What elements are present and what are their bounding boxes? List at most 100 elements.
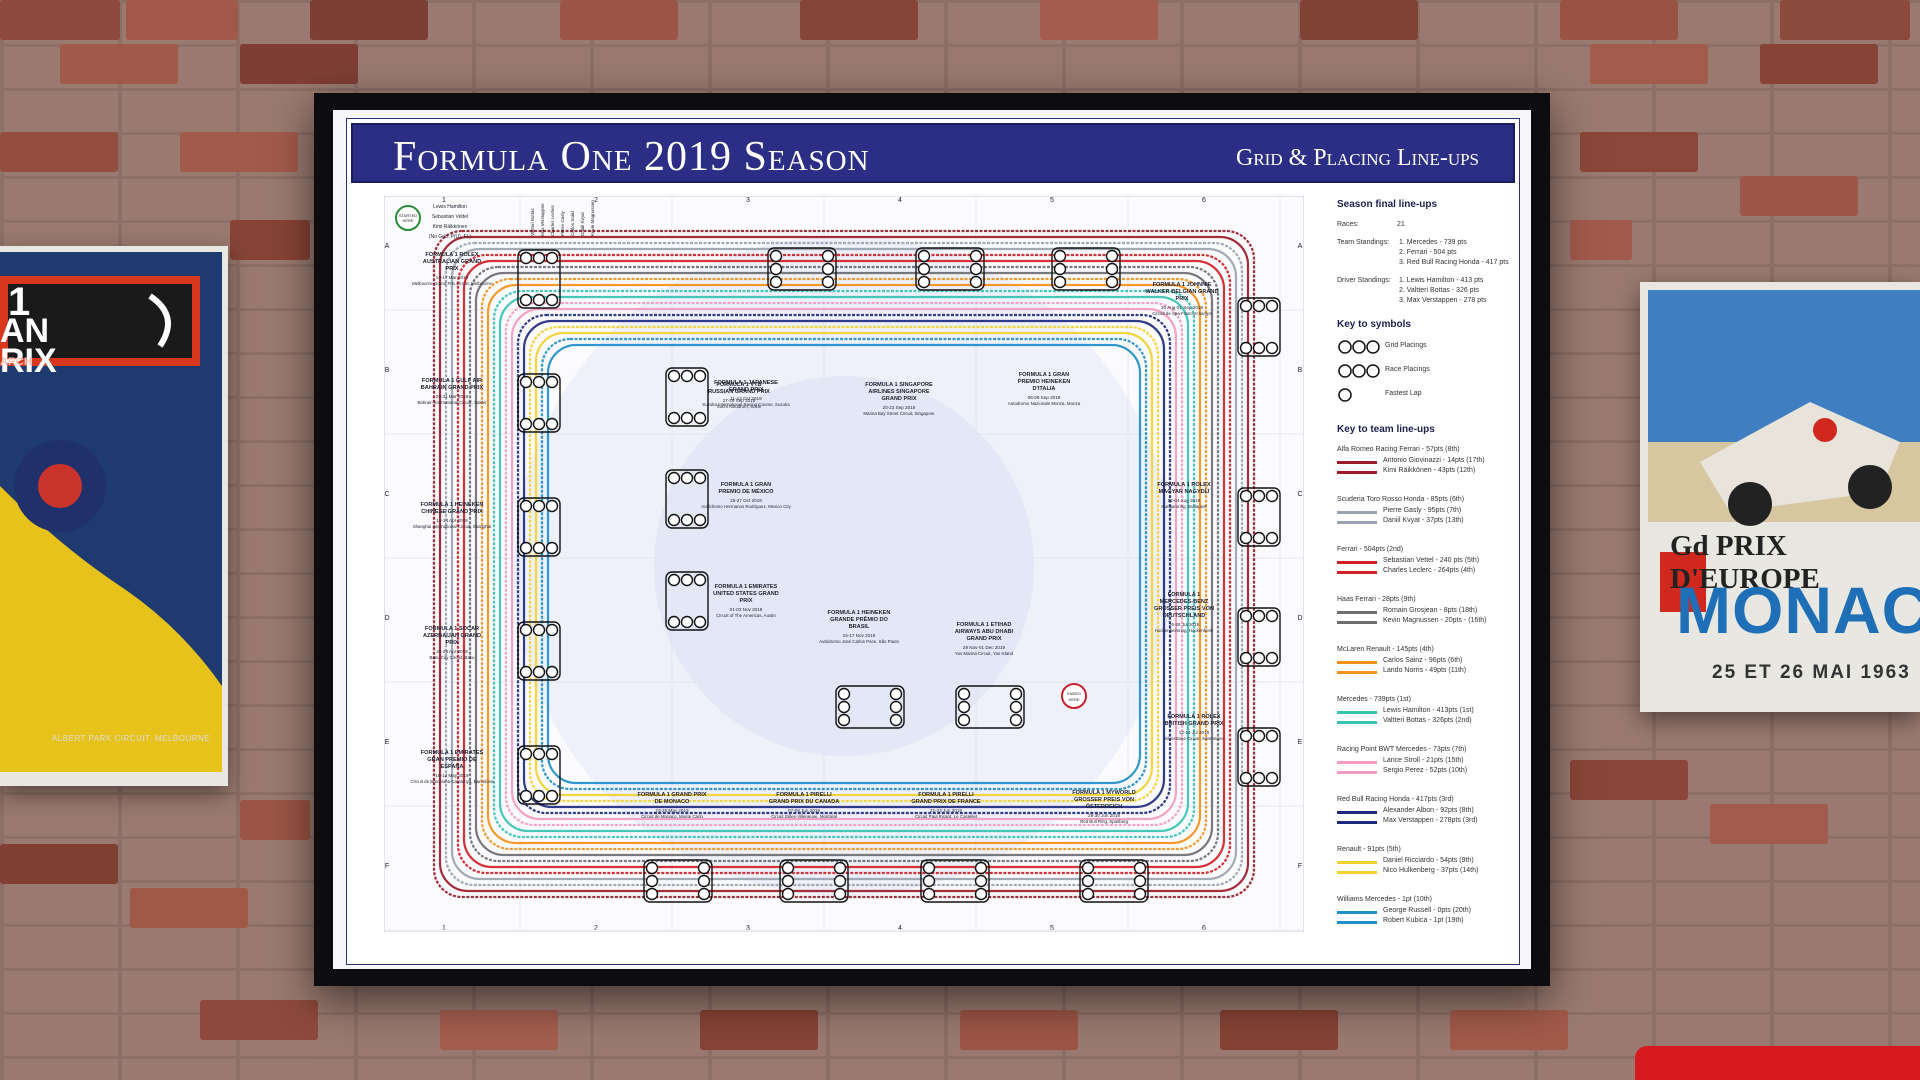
- team-key-line: [1337, 621, 1377, 624]
- team-key-driver: Pierre Gasly - 95pts (7th): [1383, 507, 1462, 514]
- grid-placing-marker: [519, 623, 533, 637]
- race-date: 29-31 Mar 2019: [436, 394, 469, 399]
- team-key-line: [1337, 521, 1377, 524]
- grid-placing-marker: [545, 747, 559, 761]
- team-key-driver: Alexander Albon - 92pts (8th): [1383, 807, 1474, 814]
- map-grid-col-label: 4: [898, 197, 902, 204]
- column-driver-name: Max Verstappen: [540, 203, 545, 236]
- grid-placing-marker: [519, 747, 533, 761]
- race-name-line: ÖSTERREICH: [1086, 803, 1123, 810]
- column-driver-name: Pierre Gasly: [560, 210, 565, 236]
- grid-placing-marker: [680, 471, 694, 485]
- map-grid-col-label: 4: [898, 925, 902, 932]
- race-name-line: D'ITALIA: [1033, 386, 1056, 392]
- race-date: 11-13 Oct 2019: [730, 396, 762, 401]
- map-grid-col-label: 3: [746, 197, 750, 204]
- race-placing-marker: [1105, 249, 1119, 263]
- race-date: 20-22 Sep 2019: [883, 405, 916, 410]
- race-stop: [955, 685, 1025, 729]
- race-stop-outline: [835, 685, 905, 729]
- race-stop-outline: [643, 859, 713, 903]
- map-background-inner-disc: [654, 376, 1034, 756]
- grid-placing-marker: [545, 375, 559, 389]
- team-route-line: [486, 283, 1202, 845]
- race-placing-marker: [545, 293, 559, 307]
- teams-heading: Key to team line-ups: [1337, 424, 1435, 435]
- race-placing-marker: [833, 861, 847, 875]
- race-name-line: PRIX: [445, 266, 458, 272]
- race-placing-marker: [680, 513, 694, 527]
- grid-placing-marker: [837, 687, 851, 701]
- team-route-line: [516, 313, 1172, 815]
- race-placing-marker: [969, 275, 983, 289]
- grid-placing-marker: [1265, 609, 1279, 623]
- race-stop: [665, 469, 709, 529]
- race-placing-marker: [667, 513, 681, 527]
- grid-placing-marker: [1265, 299, 1279, 313]
- race-name-line: GRAN PREMIO DE: [427, 757, 477, 763]
- race-placing-marker: [974, 861, 988, 875]
- race-placing-marker: [667, 615, 681, 629]
- team-key-driver: Charles Leclerc - 264pts (4th): [1383, 567, 1476, 574]
- race-stop-outline: [955, 685, 1025, 729]
- race-placing-marker: [693, 411, 707, 425]
- grid-placing-marker: [957, 687, 971, 701]
- start-driver-name: Kimi Räikkönen: [433, 224, 468, 230]
- race-venue: Circuit Gilles-Villeneuve, Montréal: [771, 814, 837, 819]
- race-stop-outline: [1237, 487, 1281, 547]
- race-venue: Circuit of The Americas, Austin: [716, 613, 776, 618]
- race-name-line: FORMULA 1 GULF AIR: [422, 378, 482, 384]
- race-name-line: GRAND PRIX DE FRANCE: [911, 799, 981, 805]
- race-date: 12-14 Jul 2019: [1179, 730, 1210, 735]
- team-key-name: Williams Mercedes - 1pt (10th): [1337, 896, 1432, 903]
- title-banner: Formula One 2019 Season Grid & Placing L…: [351, 123, 1515, 183]
- race-placing-marker: [667, 411, 681, 425]
- map-grid-row-label: A: [385, 243, 390, 250]
- race-placing-marker: [1105, 275, 1119, 289]
- team-standing-3: 3. Red Bull Racing Honda - 417 pts: [1399, 259, 1509, 266]
- grid-placing-marker: [917, 262, 931, 276]
- team-key-line: [1337, 461, 1377, 464]
- race-date: 01-03 Nov 2019: [730, 607, 763, 612]
- team-key-line: [1337, 871, 1377, 874]
- map-grid-row-label: B: [1298, 367, 1303, 374]
- race-date: 28-30 Jun 2019: [1088, 813, 1120, 818]
- team-key-line: [1337, 561, 1377, 564]
- team-route-line: [534, 331, 1154, 797]
- race-stop-outline: [517, 745, 561, 805]
- grid-placing-marker: [781, 887, 795, 901]
- race-stop-outline: [1237, 607, 1281, 667]
- race-venue: Baku City Circuit, Baku: [430, 655, 475, 660]
- race-name-line: PRIX: [739, 598, 752, 604]
- race-placing-marker: [1105, 262, 1119, 276]
- race-stop: [920, 859, 990, 903]
- map-grid-col-label: 5: [1050, 197, 1054, 204]
- race-name-line: GRAND PRIX: [966, 636, 1001, 642]
- race-date: 27-29 Sep 2019: [723, 398, 756, 403]
- race-stop-outline: [665, 571, 709, 631]
- race-date: 30 Aug-01 Sep 2019: [1161, 305, 1203, 310]
- grid-placing-marker: [519, 499, 533, 513]
- grid-placing-marker: [645, 887, 659, 901]
- grid-placing-marker: [922, 887, 936, 901]
- race-date: 21-23 Jun 2019: [930, 808, 962, 813]
- race-placing-marker: [697, 861, 711, 875]
- grid-placing-marker: [693, 573, 707, 587]
- race-stop-outline: [915, 247, 985, 291]
- race-placing-marker: [969, 249, 983, 263]
- race-name-line: FORMULA 1 SINGAPORE: [865, 382, 933, 388]
- race-venue: Autódromo Hermanos Rodríguez, Mexico Cit…: [701, 504, 791, 509]
- team-key-line: [1337, 711, 1377, 714]
- grid-placing-marker: [1265, 489, 1279, 503]
- race-placing-marker: [1009, 700, 1023, 714]
- race-venue: Autódromo José Carlos Pace, São Paulo: [819, 639, 899, 644]
- race-venue: Red Bull Ring, Spielberg: [1080, 819, 1128, 824]
- grid-placing-marker: [1053, 249, 1067, 263]
- team-key-name: Ferrari - 504pts (2nd): [1337, 546, 1404, 553]
- map-grid-col-label: 6: [1202, 197, 1206, 204]
- race-name-line: FORMULA 1 ROLEX: [1167, 714, 1221, 720]
- race-name-line: PRIX: [1175, 296, 1188, 302]
- symbol-key-icons: [1338, 340, 1380, 402]
- race-name-line: FORMULA 1 JOHNNIE: [1153, 282, 1212, 288]
- race-placing-marker: [519, 417, 533, 431]
